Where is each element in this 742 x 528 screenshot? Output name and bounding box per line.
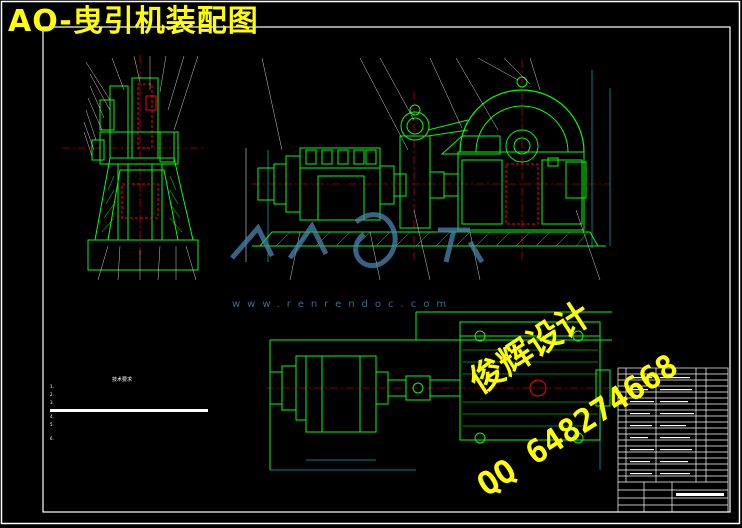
front-view [245, 60, 610, 262]
drawing-frame [42, 26, 731, 513]
note-6: 6. [50, 436, 54, 441]
note-5: 5. [50, 422, 54, 427]
note-4: 4. [50, 414, 54, 419]
notes-title: 技术要求 [112, 377, 133, 383]
watermark-site: www.renrendoc.com [232, 299, 454, 310]
note-2: 2. [50, 392, 54, 397]
note-1: 1. [50, 384, 54, 389]
front-view-dimensions [267, 70, 611, 262]
notes-lines [50, 409, 208, 412]
title-block [617, 367, 729, 513]
watermark-logo [230, 212, 485, 269]
title-block-fill [630, 377, 724, 496]
side-view [62, 55, 204, 271]
side-view-leaders [83, 55, 199, 281]
front-view-leaders [261, 57, 601, 281]
top-view-dimensions [270, 396, 601, 471]
note-3: 3. [50, 400, 54, 405]
top-view [266, 311, 612, 470]
drawing-title: AO-曳引机装配图 [8, 4, 259, 39]
